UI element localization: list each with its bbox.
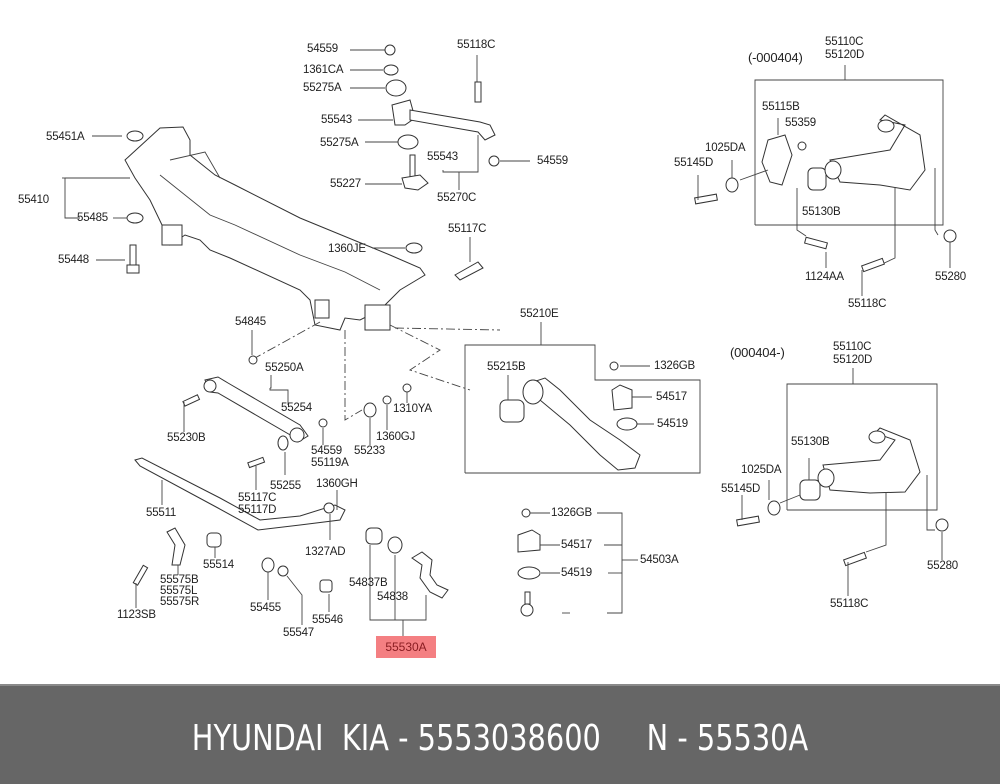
part-label[interactable]: 55117C [448, 223, 487, 235]
part-label[interactable]: 55110C [825, 36, 864, 48]
part-label[interactable]: 55145D [721, 483, 761, 495]
part-label[interactable]: 55118C [457, 39, 496, 51]
part-label[interactable]: 54517 [656, 391, 687, 403]
part-label[interactable]: 55227 [330, 178, 361, 190]
part-label[interactable]: 1310YA [393, 403, 432, 415]
part-label[interactable]: 55120D [833, 354, 873, 366]
part-label[interactable]: 55210E [520, 308, 559, 320]
part-label[interactable]: 55110C [833, 341, 872, 353]
part-label[interactable]: 55130B [802, 206, 841, 218]
part-label[interactable]: 55275A [320, 137, 359, 149]
part-label[interactable]: 55118C [848, 298, 887, 310]
part-label[interactable]: 1327AD [305, 546, 346, 558]
part-label[interactable]: 55254 [281, 402, 312, 414]
part-label[interactable]: 55485 [77, 212, 108, 224]
part-label[interactable]: 55511 [146, 507, 177, 519]
part-label[interactable]: 55575L [160, 585, 198, 597]
part-label[interactable]: 54559 [307, 43, 338, 55]
part-label[interactable]: 55575R [160, 596, 200, 608]
part-label[interactable]: 55115B [762, 101, 800, 113]
part-label[interactable]: 1025DA [741, 464, 782, 476]
part-label[interactable]: 55514 [203, 559, 234, 571]
part-number-caption: HYUNDAI KIA - 5553038600 N - 55530A [191, 718, 809, 759]
part-label[interactable]: 54503A [640, 554, 679, 566]
part-label[interactable]: 55543 [427, 151, 458, 163]
part-label[interactable]: 55145D [674, 157, 714, 169]
part-label[interactable]: 54517 [561, 539, 592, 551]
part-label[interactable]: 55117C [238, 492, 277, 504]
part-label[interactable]: 55280 [935, 271, 966, 283]
part-label[interactable]: 55118C [830, 598, 869, 610]
part-label[interactable]: 55233 [354, 445, 385, 457]
part-label[interactable]: 54838 [377, 591, 408, 603]
part-label[interactable]: 1361CA [303, 64, 344, 76]
part-label[interactable]: 55119A [311, 457, 349, 469]
part-label[interactable]: 55547 [283, 627, 314, 639]
part-label[interactable]: 54559 [537, 155, 568, 167]
part-label[interactable]: 1123SB [117, 609, 156, 621]
part-label[interactable]: 54519 [561, 567, 592, 579]
part-label[interactable]: 55250A [265, 362, 304, 374]
crossmember-55410 [124, 126, 426, 331]
part-label[interactable]: 55117D [238, 504, 277, 516]
part-label[interactable]: 1360JE [328, 243, 366, 255]
part-label[interactable]: 54519 [657, 418, 688, 430]
diagram-drawing [62, 44, 957, 636]
part-label[interactable]: 55215B [487, 361, 526, 373]
part-label[interactable]: 1025DA [705, 142, 746, 154]
part-label[interactable]: 55448 [58, 254, 89, 266]
part-label[interactable]: 1326GB [551, 507, 592, 519]
part-label[interactable]: 55130B [791, 436, 830, 448]
part-label[interactable]: 55410 [18, 194, 49, 206]
footer-banner: HYUNDAI KIA - 5553038600 N - 55530A [0, 684, 1000, 784]
range-title: (-000404) [748, 50, 803, 65]
part-label[interactable]: 55359 [785, 117, 816, 129]
part-label[interactable]: 55120D [825, 49, 865, 61]
part-label[interactable]: 55230B [167, 432, 206, 444]
part-label[interactable]: 54837B [349, 577, 388, 589]
part-label[interactable]: 54559 [311, 445, 342, 457]
part-label[interactable]: 55270C [437, 192, 477, 204]
part-label[interactable]: 55546 [312, 614, 343, 626]
part-label[interactable]: 55455 [250, 602, 281, 614]
highlighted-part-label[interactable]: 55530A [376, 636, 436, 658]
parts-diagram: 54559 1361CA 55275A 55118C 55543 55275A … [18, 36, 967, 658]
range-title: (000404-) [730, 345, 785, 360]
part-label[interactable]: 54845 [235, 316, 266, 328]
part-label[interactable]: 55543 [321, 114, 352, 126]
part-label[interactable]: 1360GH [316, 478, 358, 490]
part-label[interactable]: 1326GB [654, 360, 695, 372]
part-label[interactable]: 55575B [160, 574, 199, 586]
part-label[interactable]: 55275A [303, 82, 342, 94]
part-label[interactable]: 1124AA [805, 271, 844, 283]
part-label[interactable]: 55451A [46, 131, 85, 143]
part-label[interactable]: 55280 [927, 560, 958, 572]
part-label[interactable]: 55255 [270, 480, 301, 492]
part-label[interactable]: 1360GJ [376, 431, 416, 443]
